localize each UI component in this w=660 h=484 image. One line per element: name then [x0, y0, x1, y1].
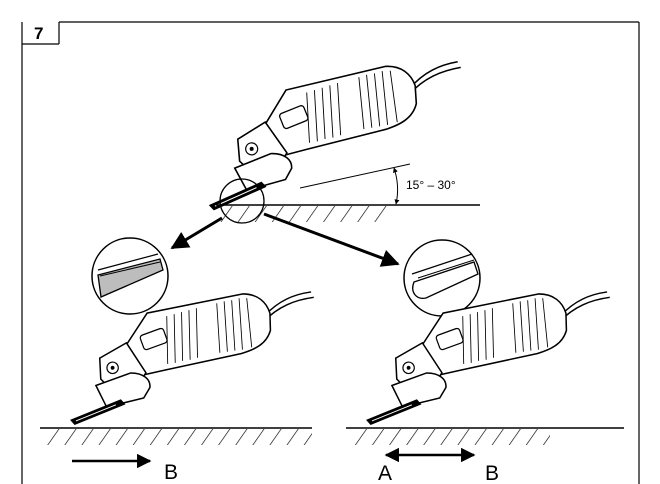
direction-label-b-right: B — [485, 462, 499, 484]
angle-grinder-icon — [351, 283, 624, 427]
angle-reference-line — [299, 163, 411, 189]
figure-number-box: 7 — [21, 21, 640, 484]
callout-arrow-left — [170, 216, 223, 250]
angle-label: 15° – 30° — [406, 178, 456, 192]
angle-arc — [393, 167, 400, 205]
figure-number: 7 — [34, 24, 43, 43]
surface-hatching-right — [350, 429, 550, 445]
angle-grinder-icon — [55, 283, 328, 427]
bottom-left-scene: B — [40, 283, 328, 484]
surface-hatching-left — [44, 429, 312, 445]
bottom-right-scene: A B — [346, 283, 624, 484]
detail-callout-circle — [219, 178, 265, 224]
rounded-disc-edge-detail-icon — [403, 239, 481, 317]
direction-label-b-left: B — [164, 461, 178, 484]
direction-label-a: A — [378, 462, 392, 484]
flat-disc-edge-detail-icon — [91, 237, 169, 315]
top-scene: 15° – 30° — [189, 52, 480, 224]
callout-arrow-right — [263, 212, 400, 267]
surface-hatching-top — [220, 206, 390, 222]
